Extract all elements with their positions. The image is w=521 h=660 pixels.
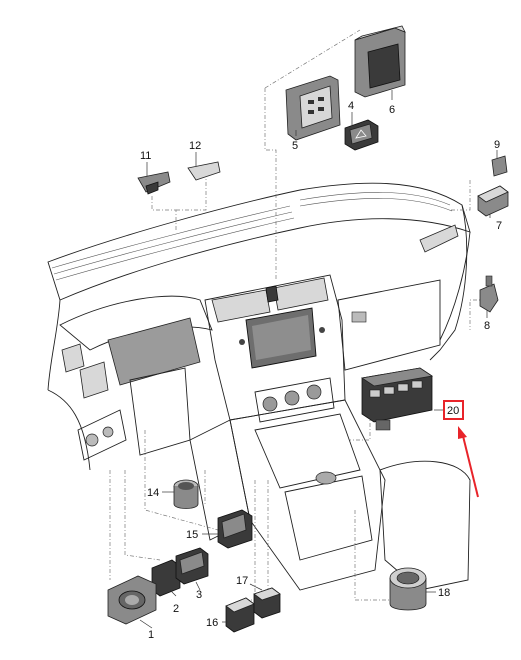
label-9: 9 bbox=[494, 139, 500, 151]
part-16-switch bbox=[225, 597, 255, 633]
part-17-switch bbox=[253, 587, 281, 619]
part-11-cover bbox=[137, 171, 171, 195]
part-12-cover bbox=[187, 161, 221, 181]
label-17: 17 bbox=[236, 575, 248, 587]
part-6-bezel bbox=[354, 25, 406, 98]
label-leaders bbox=[139, 90, 498, 629]
label-18: 18 bbox=[438, 587, 450, 599]
part-9-clip bbox=[491, 155, 508, 177]
part-1-light-switch bbox=[107, 575, 157, 625]
label-3: 3 bbox=[196, 589, 202, 601]
part-20-switch-module bbox=[360, 367, 434, 431]
label-16: 16 bbox=[206, 617, 218, 629]
part-number-labels: 6 5 4 9 7 8 11 12 14 15 2 3 1 16 17 18 2… bbox=[140, 100, 502, 641]
pointer-arrow bbox=[458, 426, 479, 498]
label-4: 4 bbox=[348, 100, 354, 112]
label-8: 8 bbox=[484, 320, 490, 332]
label-20: 20 bbox=[447, 405, 459, 417]
part-7-switch bbox=[477, 185, 509, 217]
part-14-knob bbox=[173, 479, 199, 509]
part-4-hazard-switch bbox=[344, 119, 379, 151]
label-7: 7 bbox=[496, 220, 502, 232]
label-11: 11 bbox=[140, 150, 151, 162]
label-6: 6 bbox=[389, 104, 395, 116]
part-8-sensor bbox=[479, 275, 499, 313]
label-1: 1 bbox=[148, 629, 154, 641]
part-3-switch bbox=[175, 547, 209, 585]
part-15-switch bbox=[217, 509, 253, 549]
dashboard-illustration bbox=[47, 182, 471, 591]
part-5-switch-bezel bbox=[285, 75, 341, 141]
part-18-rotary-switch bbox=[389, 567, 427, 611]
label-5: 5 bbox=[292, 140, 298, 152]
label-2: 2 bbox=[173, 603, 179, 615]
highlight-box-20 bbox=[443, 400, 464, 420]
label-14: 14 bbox=[147, 487, 159, 499]
label-15: 15 bbox=[186, 529, 198, 541]
label-12: 12 bbox=[189, 140, 201, 152]
